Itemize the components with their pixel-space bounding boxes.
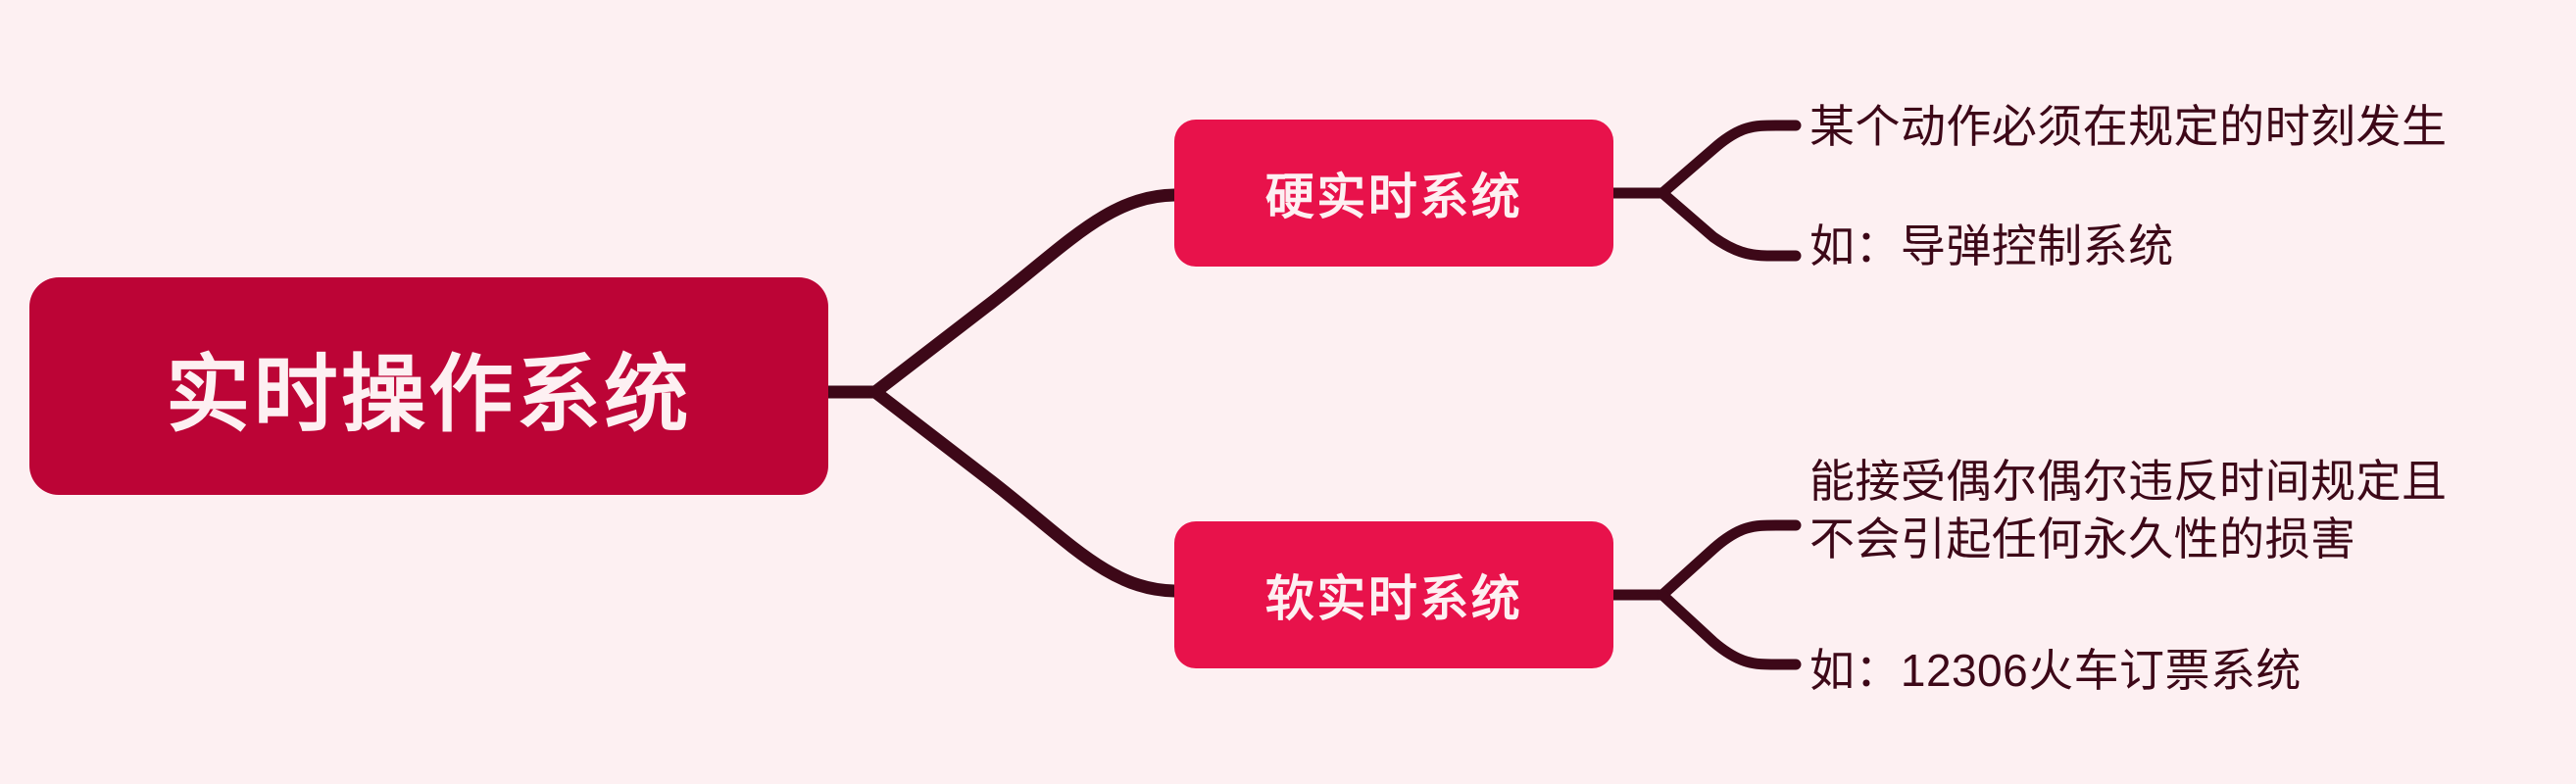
branch-node-hard-realtime[interactable]: 硬实时系统 [1174,120,1613,267]
connector-hard-rt-to-leaf-1 [1657,120,1802,199]
branch-node-soft-realtime[interactable]: 软实时系统 [1174,521,1613,668]
connector-root-to-hard-rt [868,188,1181,399]
root-node[interactable]: 实时操作系统 [29,277,828,495]
leaf-label-hard-realtime-definition[interactable]: 某个动作必须在规定的时刻发生 [1809,101,2448,152]
connector-soft-rt-to-leaf-1 [1657,519,1802,601]
connector-soft-rt-to-leaf-2 [1657,589,1802,670]
leaf-label-soft-realtime-example[interactable]: 如：12306火车订票系统 [1809,645,2302,696]
connector-hard-rt-to-leaf-2 [1657,187,1802,262]
leaf-label-soft-realtime-definition[interactable]: 能接受偶尔偶尔违反时间规定且 不会引起任何永久性的损害 [1809,456,2448,564]
connector-root-to-soft-rt [868,385,1181,598]
leaf-label-hard-realtime-example[interactable]: 如：导弹控制系统 [1809,220,2174,271]
